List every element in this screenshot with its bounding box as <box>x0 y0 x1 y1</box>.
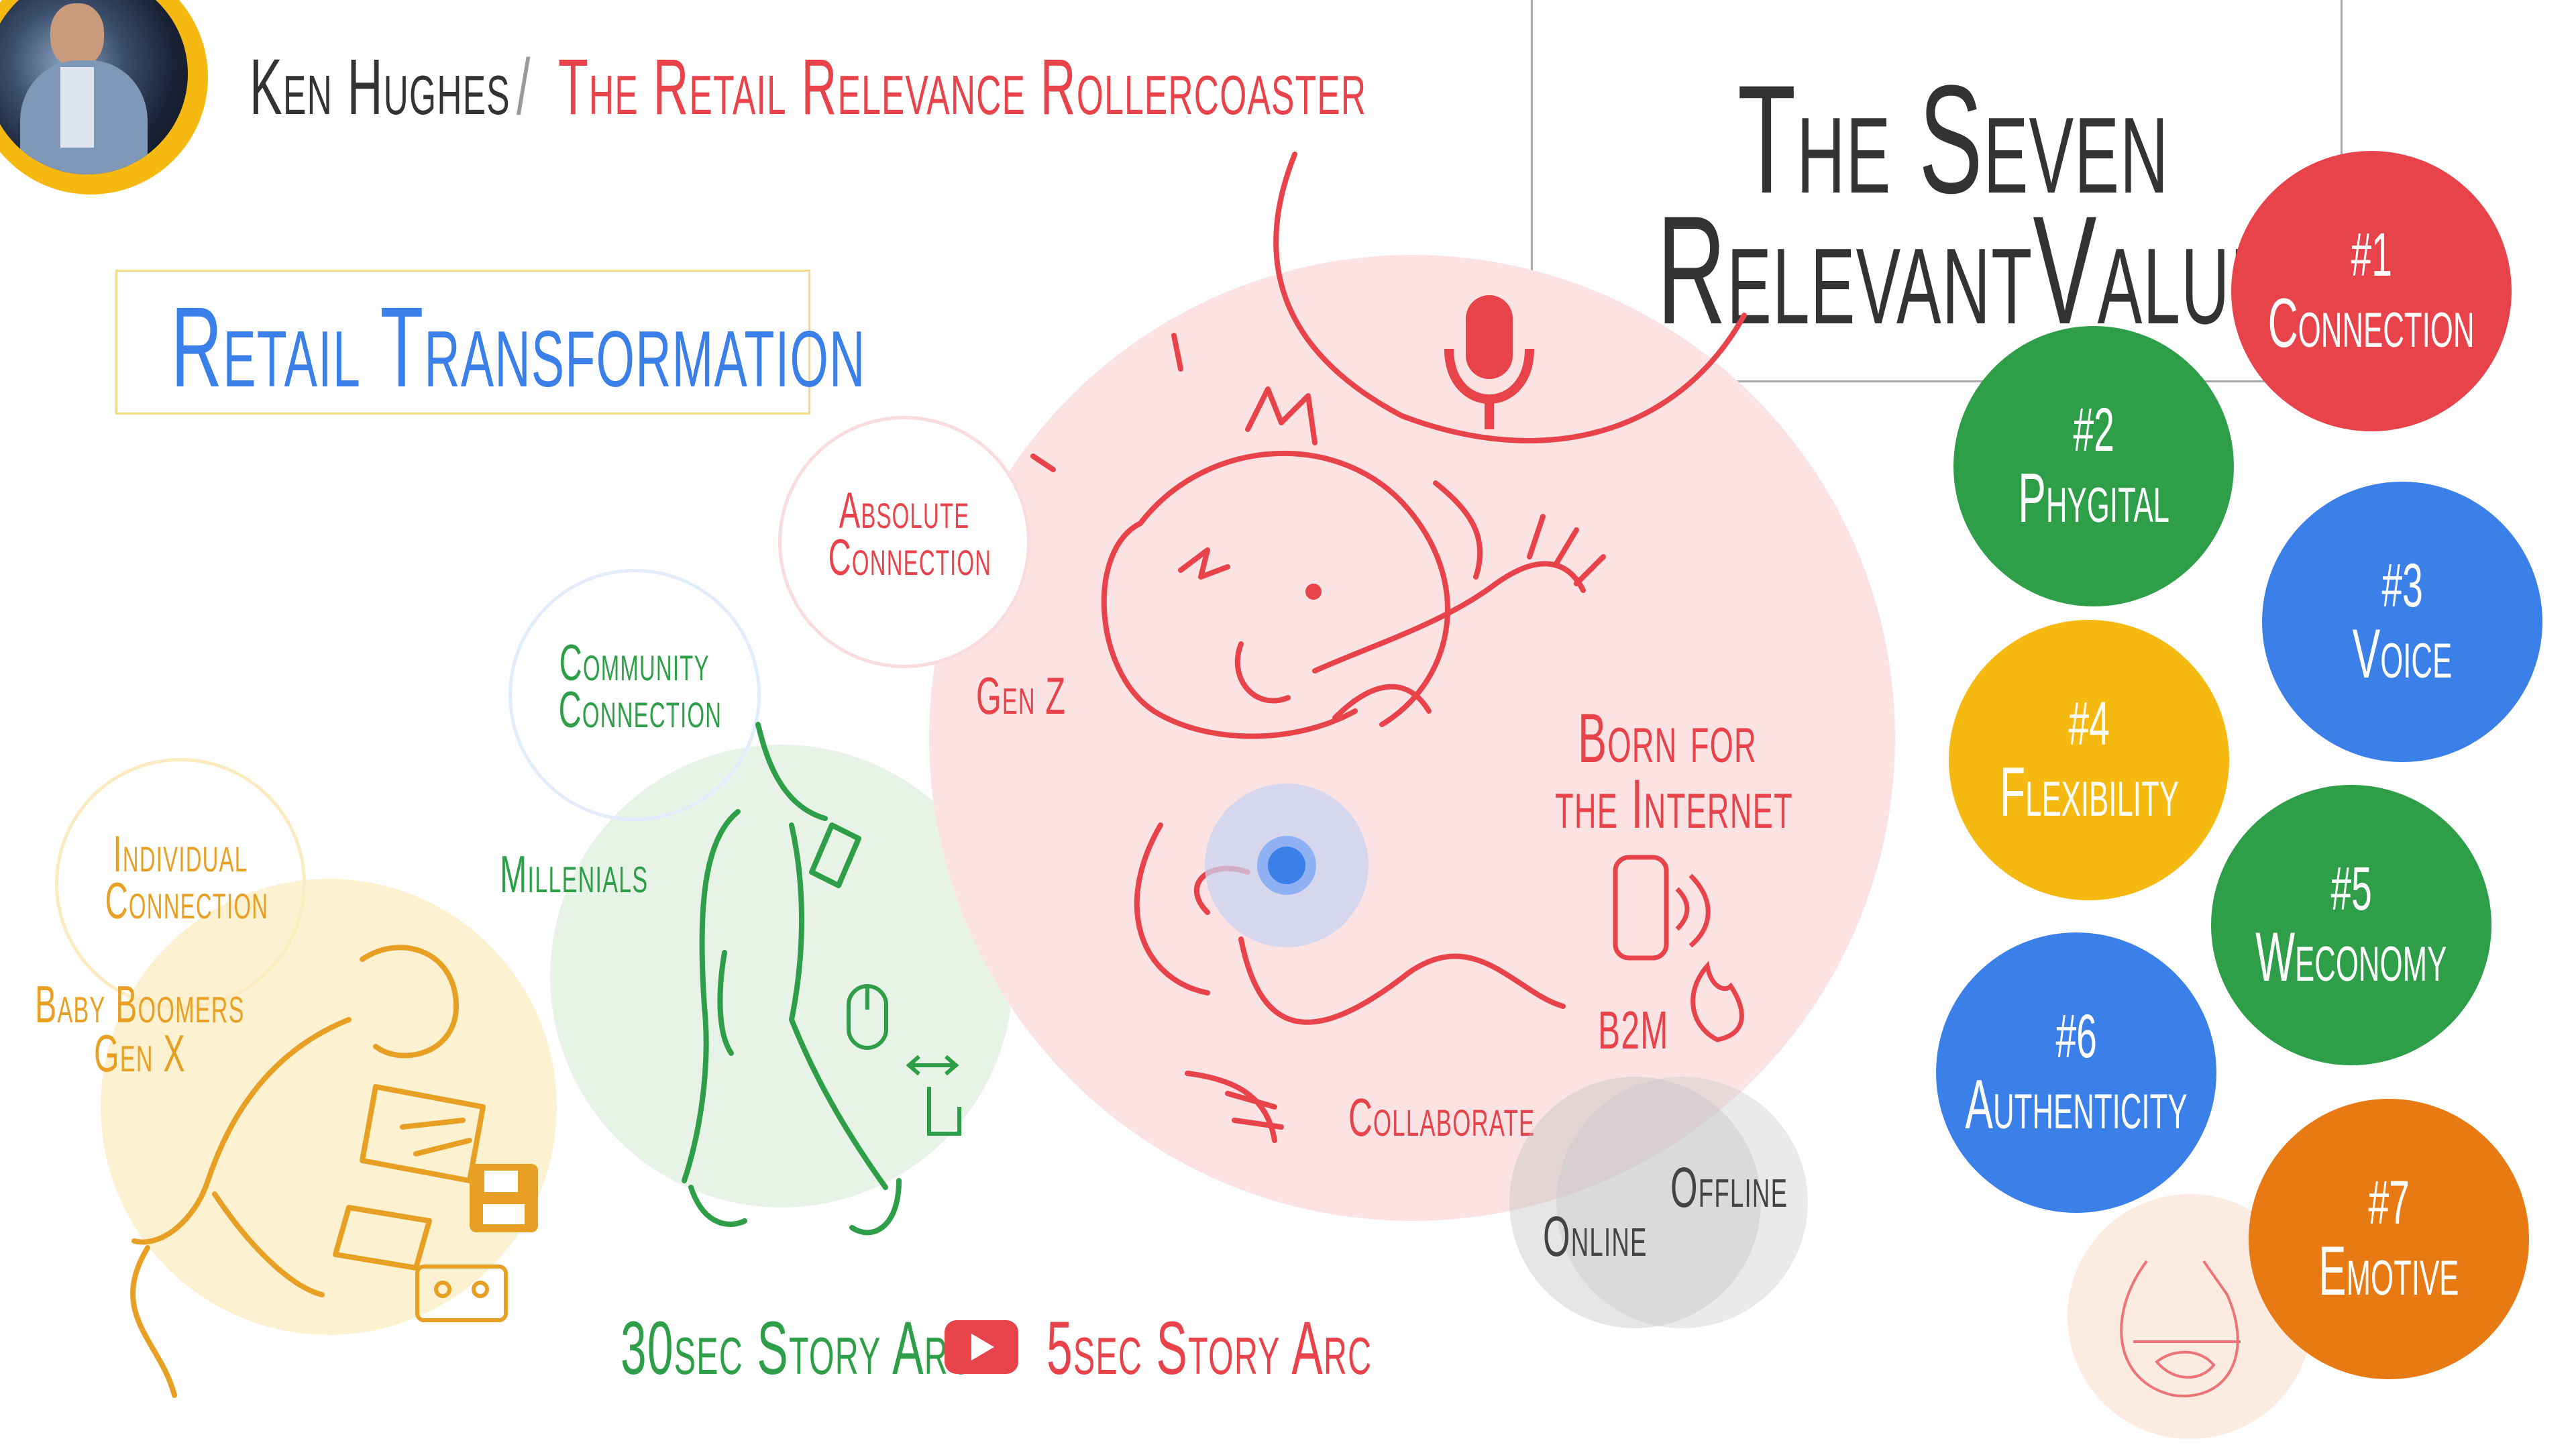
baby-illustration <box>1030 152 1747 1143</box>
value-2-label: Phygital <box>2018 460 2169 537</box>
story-arc-5sec: 5sec Story Arc <box>1046 1306 1373 1390</box>
individual-connection-label1: Individual <box>113 826 248 883</box>
value-5-label: Weconomy <box>2255 918 2447 996</box>
story-arc-30sec: 30sec Story Arc <box>621 1306 973 1390</box>
millenials-label: Millenials <box>500 845 649 904</box>
value-circle-1: #1 Connection <box>2231 151 2512 431</box>
swipe-gesture-icon <box>906 1055 961 1136</box>
venn-offline-label: Offline <box>1670 1156 1788 1219</box>
venn-online-circle <box>1509 1077 1761 1328</box>
section-label: Retail Transformation <box>171 284 866 411</box>
youtube-icon <box>945 1320 1018 1374</box>
community-connection-label1: Community <box>559 635 710 692</box>
venn-online-label: Online <box>1543 1205 1648 1268</box>
individual-connection-label2: Connection <box>105 873 269 930</box>
smart-speaker-icon <box>1613 855 1711 961</box>
value-6-label: Authenticity <box>1965 1066 2188 1144</box>
values-title-box <box>1531 0 2343 382</box>
value-4-number: #4 <box>2068 690 2110 758</box>
flame-icon <box>1690 961 1744 1042</box>
value-circle-5: #5 Weconomy <box>2211 785 2491 1065</box>
genz-circle <box>929 255 1895 1221</box>
values-title-line1: The Seven <box>1737 53 2169 225</box>
b2m-label: B2M <box>1598 1000 1669 1060</box>
community-connection-circle <box>508 569 761 821</box>
community-connection-label2: Connection <box>558 682 722 739</box>
header-separator: / <box>517 43 531 131</box>
speaker-photo <box>0 0 188 174</box>
genz-label: Gen Z <box>976 666 1067 725</box>
section-label-box <box>115 270 810 415</box>
values-title-line2: RelevantValues <box>1657 184 2322 356</box>
baby-eye <box>1305 584 1322 600</box>
microphone-icon <box>1444 295 1534 429</box>
goldfish-bag-icon <box>2120 1260 2241 1397</box>
collaborate-label: Collaborate <box>1348 1087 1536 1147</box>
absolute-connection-label1: Absolute <box>839 482 970 539</box>
absolute-connection-circle <box>778 416 1030 668</box>
value-7-number: #7 <box>2368 1169 2410 1237</box>
floppy-disk-icon <box>470 1164 538 1232</box>
born-for-internet-line2: the Internet <box>1555 765 1793 843</box>
monkey-illustration <box>130 945 486 1398</box>
absolute-connection-label2: Connection <box>828 529 992 586</box>
value-6-number: #6 <box>2055 1002 2097 1071</box>
assistant-dot-icon <box>1268 847 1305 884</box>
value-5-number: #5 <box>2330 855 2372 923</box>
mouse-icon <box>847 984 888 1050</box>
cassette-icon <box>415 1265 508 1322</box>
individual-connection-circle <box>55 758 306 1009</box>
value-1-label: Connection <box>2268 284 2475 362</box>
value-circle-6: #6 Authenticity <box>1936 932 2216 1213</box>
value-circle-4: #4 Flexibility <box>1949 620 2229 900</box>
millenial-illustration <box>682 722 902 1236</box>
venn-offline-circle <box>1556 1077 1808 1328</box>
boomers-label-line2: Gen X <box>94 1024 186 1083</box>
speaker-name: Ken Hughes <box>250 43 511 131</box>
value-circle-7: #7 Emotive <box>2249 1099 2529 1379</box>
talk-title: The Retail Relevance Rollercoaster <box>558 43 1367 131</box>
value-2-number: #2 <box>2073 396 2114 464</box>
value-7-label: Emotive <box>2318 1232 2459 1310</box>
value-3-label: Voice <box>2352 615 2453 693</box>
value-1-number: #1 <box>2351 221 2392 289</box>
value-circle-2: #2 Phygital <box>1953 326 2234 606</box>
value-4-label: Flexibility <box>1999 753 2179 831</box>
value-3-number: #3 <box>2381 551 2423 620</box>
born-for-internet-line1: Born for <box>1578 700 1757 777</box>
boomers-label-line1: Baby Boomers <box>35 975 245 1034</box>
value-circle-3: #3 Voice <box>2262 482 2542 762</box>
